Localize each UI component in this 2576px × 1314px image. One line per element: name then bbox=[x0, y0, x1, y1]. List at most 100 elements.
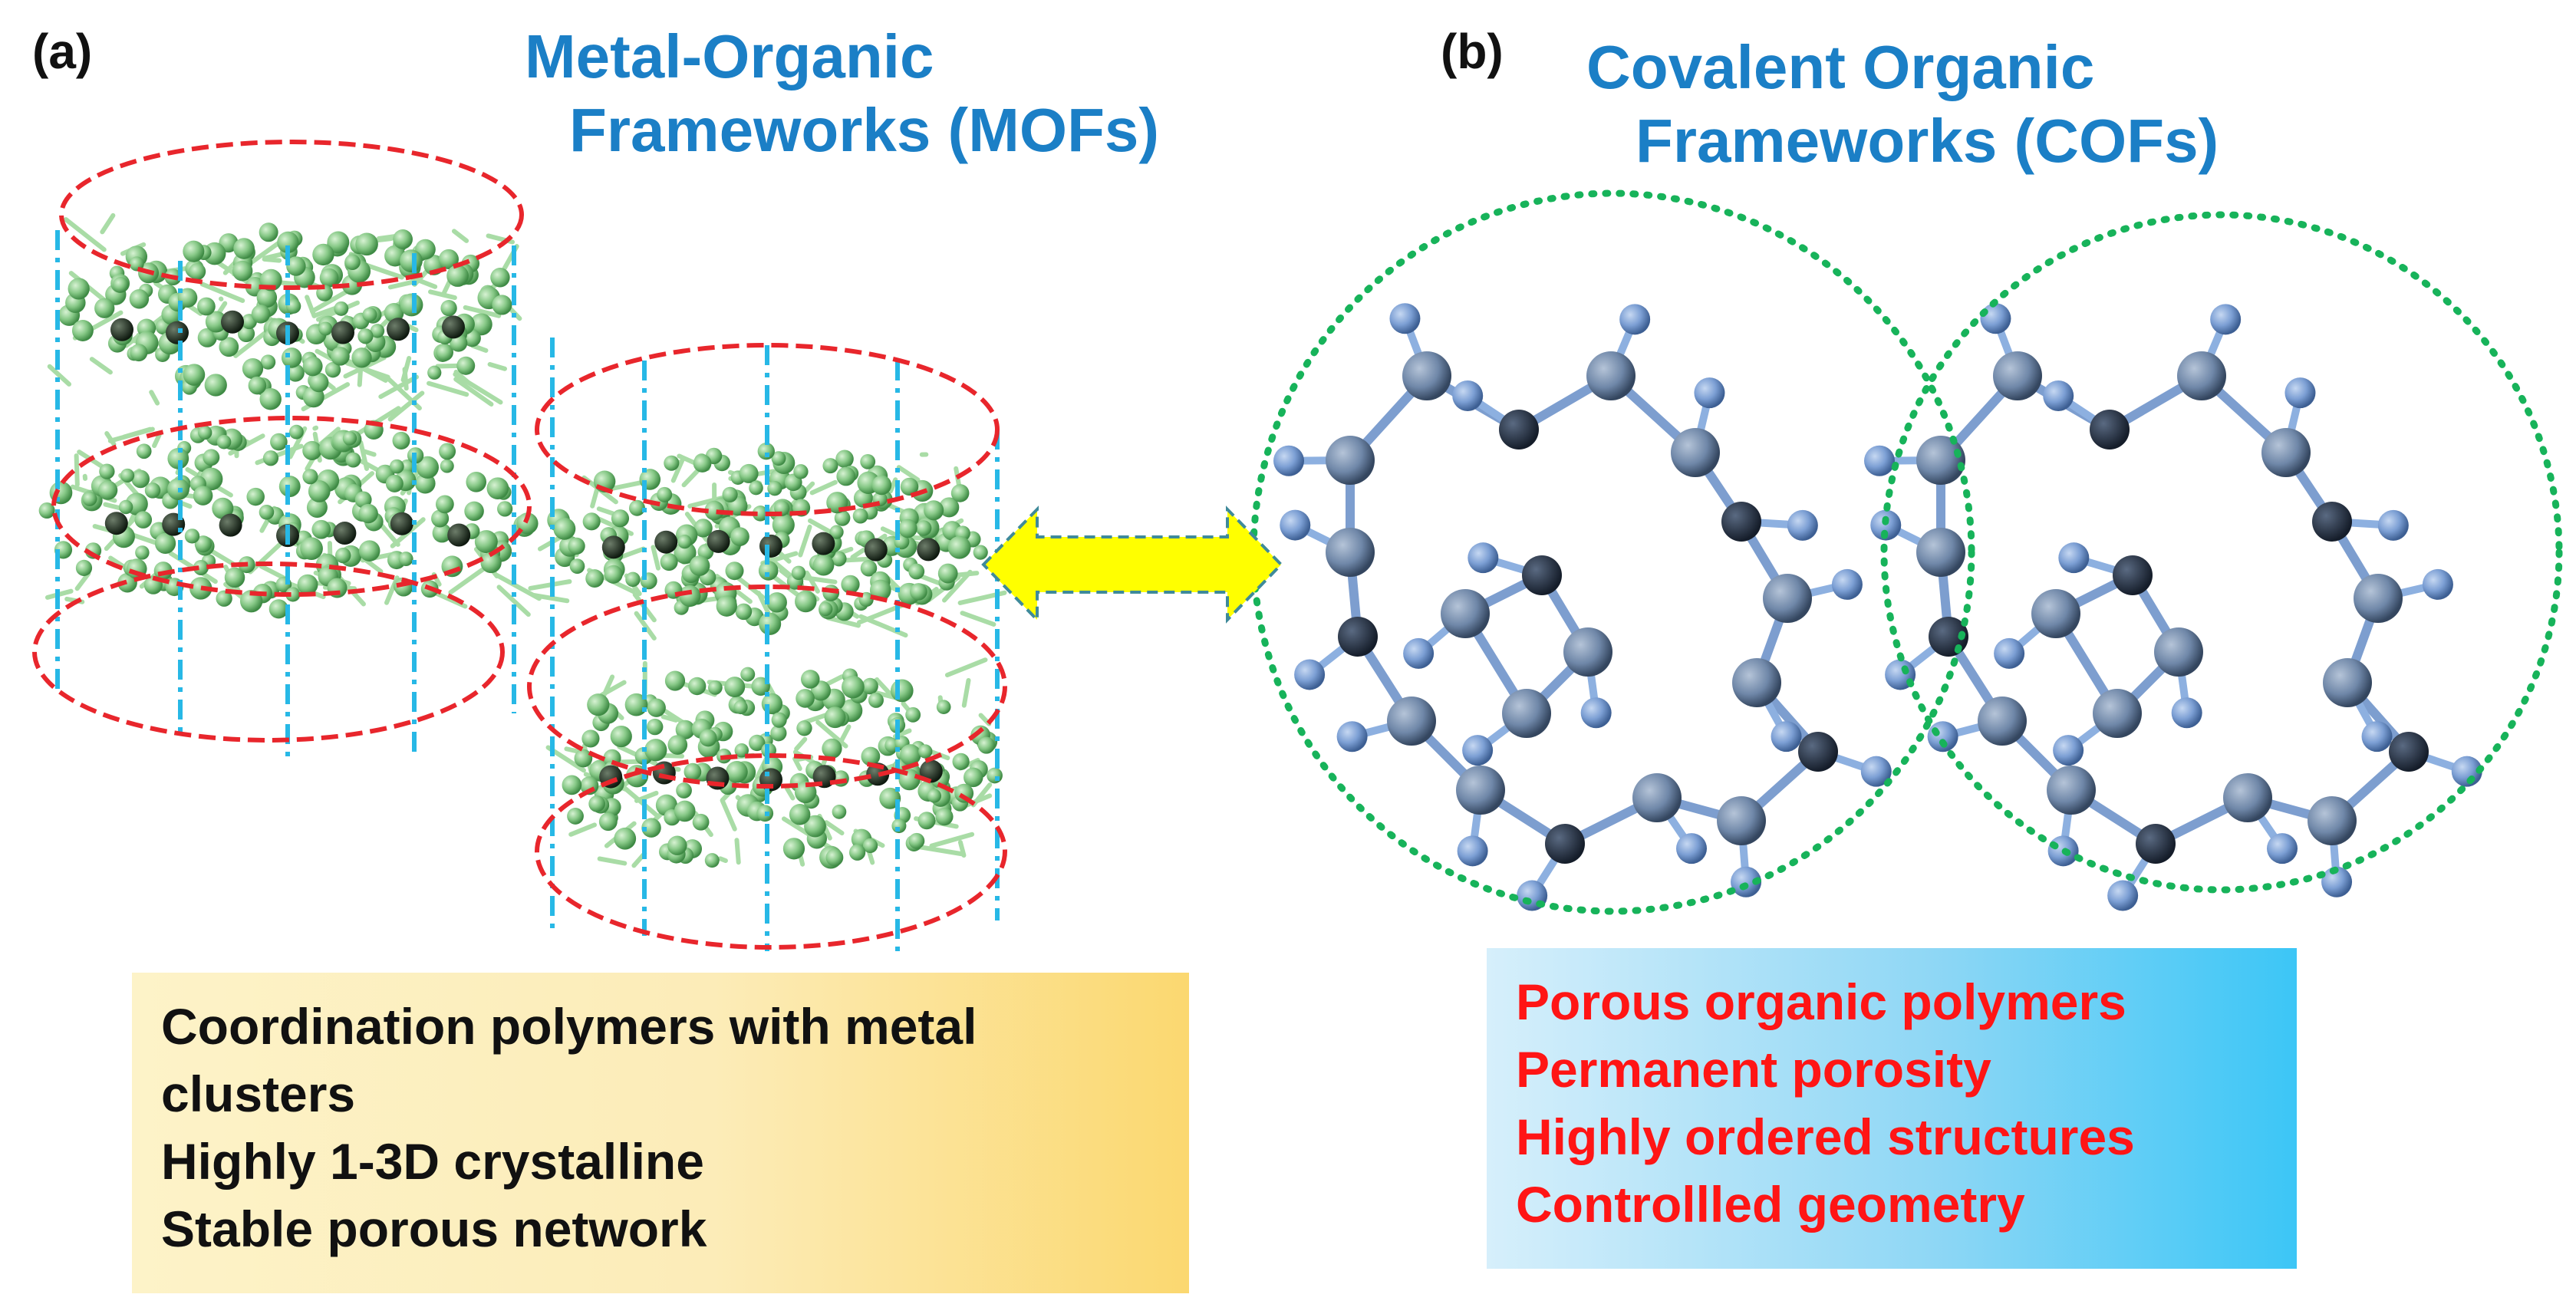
mof-atom bbox=[75, 559, 93, 576]
mof-bond bbox=[152, 433, 162, 449]
cof-node bbox=[1499, 410, 1539, 450]
mof-atom bbox=[281, 347, 302, 368]
mof-atom bbox=[679, 585, 701, 608]
mof-atom bbox=[822, 458, 838, 474]
mof-atom bbox=[177, 288, 198, 308]
mof-metal-node bbox=[864, 538, 888, 561]
mof-atom bbox=[676, 782, 692, 799]
mof-atom bbox=[950, 484, 970, 502]
mof-atom bbox=[344, 254, 361, 271]
mof-atom bbox=[427, 365, 442, 380]
mof-title: Metal-Organic Frameworks (MOFs) bbox=[525, 20, 1159, 167]
mof-bond bbox=[448, 562, 492, 595]
mof-atom bbox=[822, 738, 842, 759]
mof-atom bbox=[757, 443, 775, 460]
mof-bond bbox=[315, 348, 335, 362]
mof-bond bbox=[792, 756, 802, 772]
mof-bond bbox=[756, 591, 772, 617]
mof-atom bbox=[900, 477, 919, 496]
mof-atom bbox=[270, 433, 288, 451]
mof-atom bbox=[660, 553, 678, 571]
mof-atom bbox=[38, 502, 55, 519]
mof-atom bbox=[693, 519, 713, 538]
mof-bond bbox=[798, 524, 812, 558]
cof-atom bbox=[1586, 351, 1636, 400]
cof-atom bbox=[1731, 866, 1762, 897]
mof-atom bbox=[598, 812, 618, 832]
panel-b-label: (b) bbox=[1441, 24, 1504, 79]
mof-atom bbox=[198, 425, 212, 440]
cof-atom bbox=[2058, 542, 2090, 574]
cof-node bbox=[2312, 502, 2352, 542]
mof-atom bbox=[354, 491, 372, 509]
mof-atom bbox=[647, 698, 666, 717]
cof-atom bbox=[2422, 568, 2453, 600]
double-arrow-icon bbox=[981, 506, 1283, 624]
cof-dotted-circle bbox=[1250, 189, 1975, 915]
cof-atom bbox=[1294, 659, 1326, 690]
mof-atom bbox=[819, 601, 833, 617]
mof-bond bbox=[428, 289, 457, 301]
cof-atom bbox=[1870, 509, 1902, 541]
mof-atom bbox=[82, 491, 97, 506]
mof-bond bbox=[248, 542, 282, 575]
mof-bond bbox=[596, 506, 615, 516]
mof-atom bbox=[567, 808, 584, 825]
mof-layer bbox=[47, 212, 522, 422]
mof-bond bbox=[89, 357, 113, 375]
cof-atom bbox=[1978, 697, 2027, 746]
cof-atom bbox=[1456, 766, 1505, 815]
mof-bond bbox=[720, 798, 737, 832]
mof-atom bbox=[831, 551, 847, 567]
mof-atom bbox=[248, 376, 267, 395]
mof-atom bbox=[587, 693, 610, 716]
mof-atom bbox=[752, 506, 769, 522]
mof-atom bbox=[771, 451, 786, 466]
cof-text-line-1: Porous organic polymers bbox=[1516, 973, 2126, 1030]
cof-text-line-3: Highly ordered structures bbox=[1516, 1108, 2135, 1165]
cof-node bbox=[2136, 824, 2176, 864]
mof-bond bbox=[358, 440, 370, 471]
mof-atom bbox=[246, 487, 265, 506]
mof-atom bbox=[492, 295, 512, 315]
mof-atom bbox=[345, 452, 361, 468]
mof-atom bbox=[739, 463, 759, 483]
cof-atom bbox=[1980, 303, 2011, 334]
mof-atom bbox=[68, 278, 90, 300]
mof-atom bbox=[761, 693, 783, 715]
mof-atom bbox=[917, 812, 936, 830]
mof-atom bbox=[131, 469, 150, 489]
mof-atom bbox=[667, 735, 688, 755]
cof-atom bbox=[1994, 637, 2025, 669]
mof-atom bbox=[771, 712, 787, 728]
mof-atom bbox=[97, 480, 118, 500]
mof-atom bbox=[687, 677, 707, 696]
mof-bond bbox=[802, 575, 838, 585]
mof-atom bbox=[987, 767, 1003, 784]
cof-atom bbox=[2321, 866, 2353, 897]
cof-node bbox=[1338, 617, 1378, 657]
mof-bond bbox=[149, 390, 160, 406]
mof-atom bbox=[416, 456, 439, 479]
mof-atom bbox=[167, 447, 189, 469]
mof-atom bbox=[277, 231, 299, 254]
mof-title-line-1: Metal-Organic bbox=[525, 22, 934, 91]
cof-atom bbox=[1468, 542, 1499, 574]
cof-node bbox=[1798, 732, 1838, 772]
cof-atom bbox=[2154, 627, 2203, 677]
mof-bond bbox=[259, 564, 287, 581]
mof-atom bbox=[440, 459, 454, 473]
mof-atom bbox=[614, 827, 637, 850]
mof-atom bbox=[193, 559, 209, 575]
mof-atom bbox=[868, 692, 884, 708]
cof-node bbox=[1545, 824, 1585, 864]
cof-atom bbox=[1763, 574, 1812, 623]
mof-bond bbox=[590, 487, 600, 509]
mof-metal-node bbox=[333, 522, 357, 545]
cof-atom bbox=[1787, 509, 1818, 541]
mof-bond bbox=[63, 217, 107, 252]
mof-bond bbox=[453, 372, 503, 405]
cof-ring bbox=[1273, 303, 1892, 911]
mof-bond bbox=[875, 678, 893, 697]
